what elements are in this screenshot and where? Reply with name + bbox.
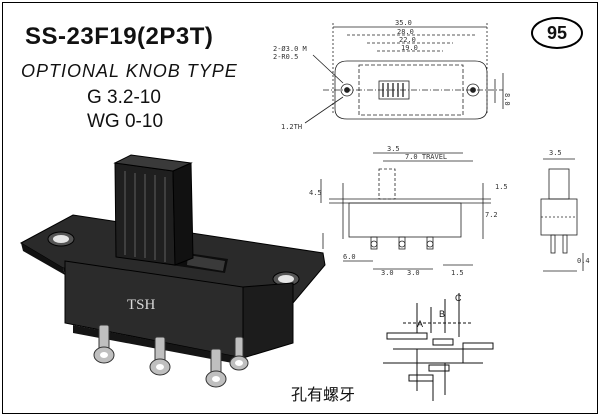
side-view-dims: 3.5 7.0 TRAVEL 4.5 6.0 3.0 3.0 1.5 7.2 1… — [309, 145, 508, 277]
svg-text:7.2: 7.2 — [485, 211, 498, 219]
model-title: SS-23F19(2P3T) — [25, 23, 214, 50]
svg-text:1.5: 1.5 — [451, 269, 464, 277]
page-number-badge: 95 — [531, 17, 583, 49]
svg-text:6.0: 6.0 — [343, 253, 356, 261]
circuit-schematic-icon — [383, 293, 494, 401]
svg-text:3.5: 3.5 — [387, 145, 400, 153]
datasheet-page: SS-23F19(2P3T) OPTIONAL KNOB TYPE G 3.2-… — [2, 2, 598, 414]
svg-text:19.0: 19.0 — [401, 44, 418, 52]
svg-text:1.2TH: 1.2TH — [281, 123, 302, 131]
svg-text:4.5: 4.5 — [309, 189, 322, 197]
end-view-drawing-icon — [540, 158, 584, 272]
drawings: TSH — [19, 19, 590, 401]
top-view-dims: 35.0 28.0 22.0 19.0 2-Ø3.0 M 2-R0.5 1.2T… — [273, 19, 511, 131]
side-view-drawing-icon — [320, 152, 491, 270]
svg-text:1.5: 1.5 — [495, 183, 508, 191]
svg-text:3.0: 3.0 — [407, 269, 420, 277]
svg-text:3.5: 3.5 — [549, 149, 562, 157]
spec-g: G 3.2-10 — [87, 87, 161, 108]
svg-text:7.0 TRAVEL: 7.0 TRAVEL — [405, 153, 447, 161]
spec-wg: WG 0-10 — [87, 111, 164, 132]
svg-text:35.0: 35.0 — [395, 19, 412, 27]
top-view-drawing-icon — [304, 23, 504, 124]
svg-text:28.0: 28.0 — [397, 28, 414, 36]
schematic-label-b: B — [439, 309, 445, 319]
svg-text:2-Ø3.0 M: 2-Ø3.0 M — [273, 45, 307, 53]
slide-switch-photo-icon — [19, 154, 326, 388]
svg-text:0.4: 0.4 — [577, 257, 590, 265]
thread-hole-note: 孔有螺牙 — [291, 385, 356, 404]
svg-text:8.0: 8.0 — [503, 93, 511, 106]
svg-text:3.0: 3.0 — [381, 269, 394, 277]
end-view-dims: 3.5 0.4 — [549, 149, 590, 265]
svg-text:22.0: 22.0 — [399, 36, 416, 44]
knob-type-note: OPTIONAL KNOB TYPE — [21, 61, 238, 81]
schematic-label-a: A — [417, 319, 423, 329]
schematic-label-c: C — [455, 293, 462, 303]
svg-text:2-R0.5: 2-R0.5 — [273, 53, 298, 61]
brand-mark: TSH — [127, 297, 156, 313]
